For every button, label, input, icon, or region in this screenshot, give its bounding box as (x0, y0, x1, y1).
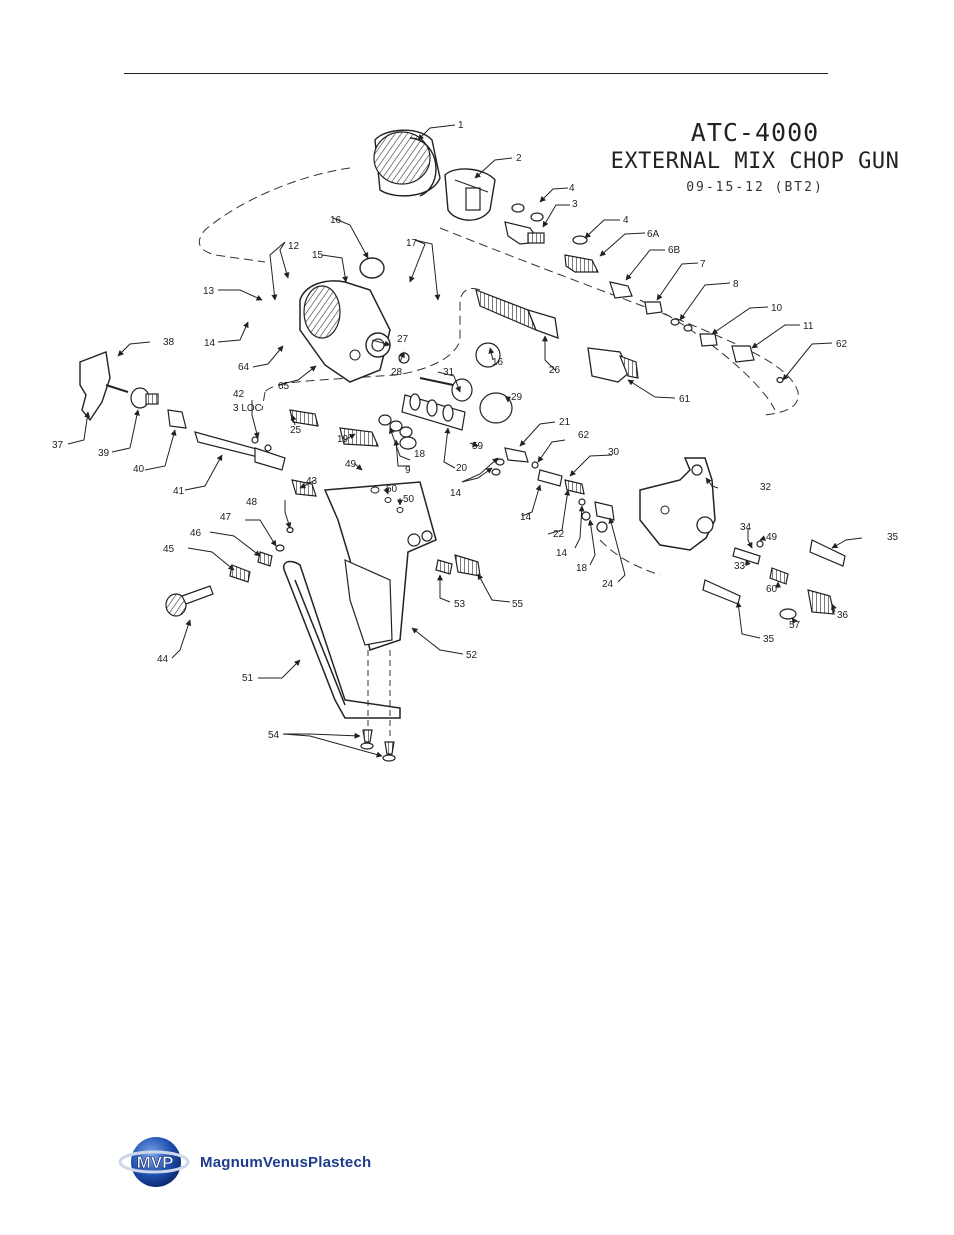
label-part-15: 15 (312, 250, 324, 261)
label-part-16a: 16 (330, 215, 342, 226)
label-part-11: 11 (803, 321, 814, 332)
label-part-35a: 35 (887, 532, 899, 543)
label-part-8: 8 (733, 279, 739, 290)
label-part-14d: 14 (556, 548, 568, 559)
company-name: MagnumVenusPlastech (200, 1154, 371, 1171)
alignment-dashes (368, 650, 390, 740)
label-part-43: 43 (306, 476, 318, 487)
part-1-air-cap-ring (374, 130, 440, 196)
label-part-50a: 50 (386, 484, 398, 495)
label-part-32: 32 (760, 482, 772, 493)
label-part-28: 28 (391, 367, 403, 378)
label-part-35b: 35 (763, 634, 775, 645)
far-right-parts (703, 540, 845, 619)
part-32-right-housing (640, 458, 715, 550)
label-part-6a: 6A (647, 229, 660, 240)
label-part-19: 19 (337, 434, 349, 445)
label-part-36: 36 (837, 610, 849, 621)
label-part-62b: 62 (578, 430, 590, 441)
label-part-29: 29 (511, 392, 523, 403)
label-part-30: 30 (608, 447, 620, 458)
label-part-57: 57 (789, 620, 801, 631)
label-part-3: 3 (572, 199, 578, 210)
label-part-39: 39 (98, 448, 110, 459)
right-small-parts (492, 448, 614, 532)
label-part-27: 27 (397, 334, 409, 345)
label-part-4b: 4 (623, 215, 629, 226)
label-part-6b: 6B (668, 245, 681, 256)
label-part-16b: 16 (492, 357, 504, 368)
upper-fittings (505, 204, 783, 383)
label-part-12: 12 (288, 241, 300, 252)
label-part-18b: 18 (576, 563, 588, 574)
part-37-trigger (80, 352, 128, 420)
part-2-nozzle-head (445, 169, 495, 220)
label-part-25: 25 (290, 425, 302, 436)
label-part-46: 46 (190, 528, 202, 539)
label-3-loc: 3 LOC (233, 403, 262, 414)
label-part-42: 42 (233, 389, 245, 400)
label-part-64: 64 (238, 362, 250, 373)
label-part-33: 33 (734, 561, 746, 572)
label-part-40: 40 (133, 464, 145, 475)
logo-badge-text: MVP (137, 1153, 174, 1172)
label-part-34: 34 (740, 522, 752, 533)
label-part-14c: 14 (520, 512, 532, 523)
label-part-61: 61 (679, 394, 691, 405)
label-part-62a: 62 (836, 339, 848, 350)
label-part-18a: 18 (414, 449, 426, 460)
label-part-38: 38 (163, 337, 175, 348)
label-part-65: 65 (278, 381, 290, 392)
label-part-41: 41 (173, 486, 185, 497)
part-52-gun-handle (325, 482, 436, 650)
label-part-52: 52 (466, 650, 478, 661)
label-part-24: 24 (602, 579, 614, 590)
label-part-2: 2 (516, 153, 522, 164)
label-part-21: 21 (559, 417, 571, 428)
label-part-9: 9 (405, 465, 411, 476)
label-part-51: 51 (242, 673, 254, 684)
label-part-49a: 49 (345, 459, 357, 470)
label-part-48: 48 (246, 497, 258, 508)
label-part-55: 55 (512, 599, 524, 610)
left-shaft-parts (131, 388, 316, 496)
label-part-14a: 14 (204, 338, 216, 349)
label-part-10: 10 (771, 303, 783, 314)
label-part-13: 13 (203, 286, 215, 297)
label-part-7: 7 (700, 259, 706, 270)
label-part-22: 22 (553, 529, 565, 540)
label-part-1: 1 (458, 120, 464, 131)
company-logo: MVP MagnumVenusPlastech (118, 1134, 371, 1190)
mvp-globe-icon: MVP (118, 1134, 192, 1190)
label-part-31: 31 (443, 367, 455, 378)
label-part-4a: 4 (569, 183, 575, 194)
label-part-54: 54 (268, 730, 280, 741)
label-part-60: 60 (766, 584, 778, 595)
label-part-26: 26 (549, 365, 561, 376)
label-part-44: 44 (157, 654, 169, 665)
label-part-20: 20 (456, 463, 468, 474)
label-part-17: 17 (406, 238, 418, 249)
label-part-59: 59 (472, 441, 484, 452)
label-part-37: 37 (52, 440, 64, 451)
label-part-53: 53 (454, 599, 466, 610)
label-part-14b: 14 (450, 488, 462, 499)
label-part-45: 45 (163, 544, 175, 555)
label-part-49b: 49 (766, 532, 778, 543)
label-part-50b: 50 (403, 494, 415, 505)
label-part-47: 47 (220, 512, 232, 523)
